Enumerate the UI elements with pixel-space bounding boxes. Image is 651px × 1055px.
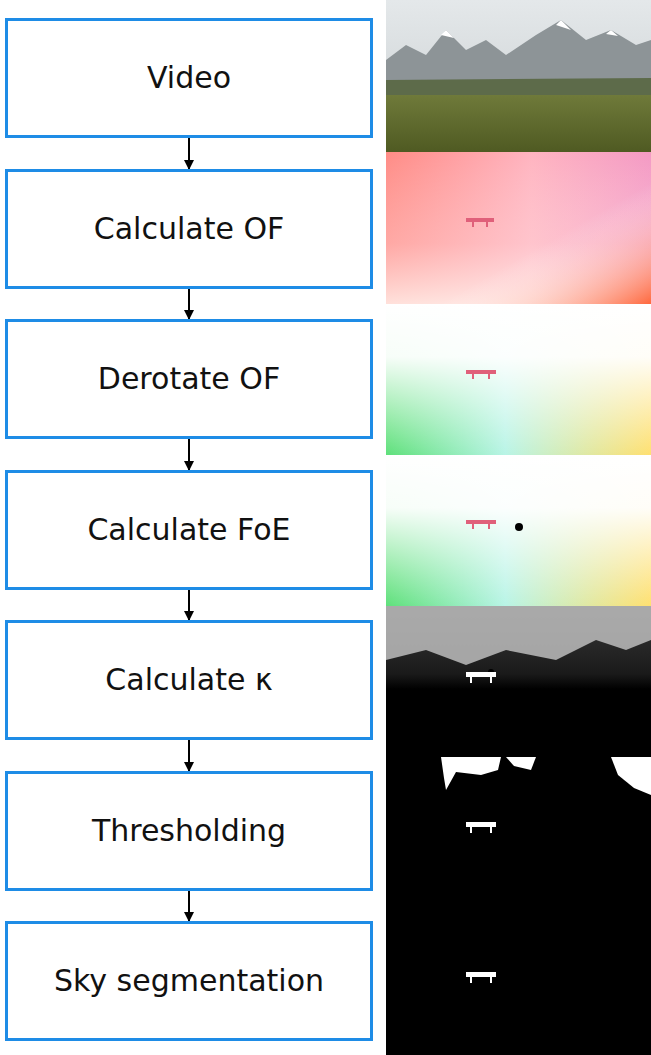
result-images [386,0,651,1055]
step-label: Calculate OF [86,211,293,247]
flow-arrow [188,740,190,771]
flow-arrow [188,289,190,319]
process-box: Calculate OF [5,169,373,289]
step-label: Video [139,60,239,96]
process-box: Calculate κ [5,620,373,740]
step-label: Sky segmentation [46,963,332,999]
step-label: Thresholding [84,813,294,849]
flow-arrow [188,590,190,620]
process-box: Thresholding [5,771,373,891]
process-box: Sky segmentation [5,921,373,1041]
flow-arrow [188,138,190,169]
flow-arrow [188,439,190,470]
process-box: Derotate OF [5,319,373,439]
process-box: Calculate FoE [5,470,373,590]
step-label: Calculate FoE [79,512,298,548]
flow-arrow [188,891,190,921]
step-label: Calculate κ [97,662,280,698]
process-box: Video [5,18,373,138]
step-label: Derotate OF [90,361,288,397]
